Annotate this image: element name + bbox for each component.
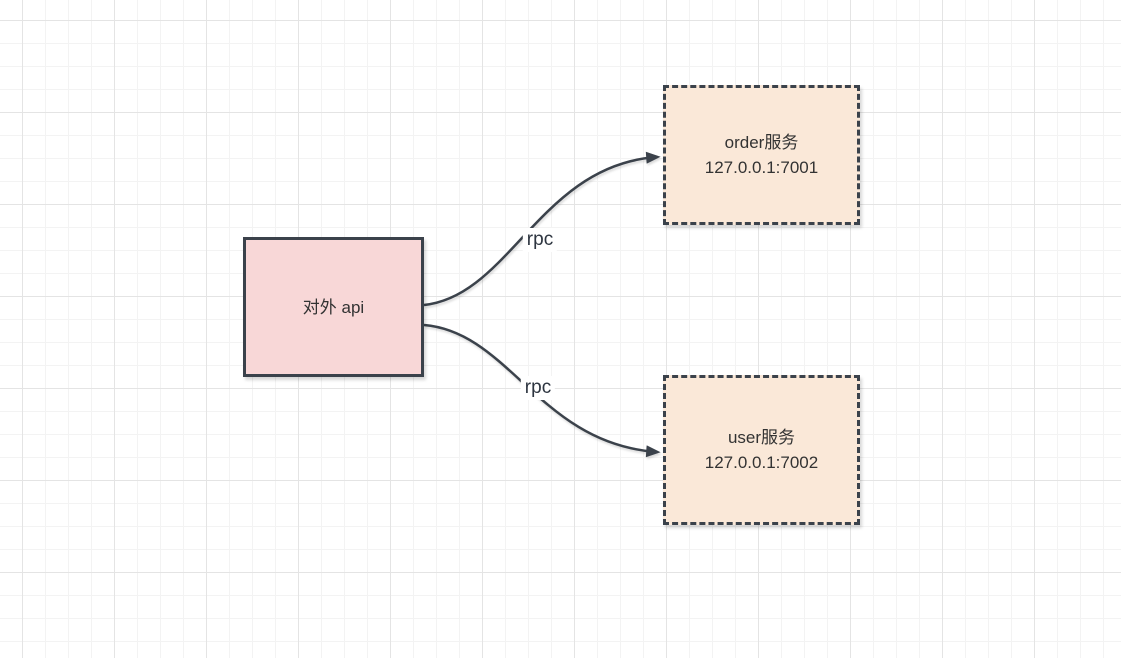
node-external-api-label: 对外 api (302, 297, 365, 317)
edge-label-rpc-order[interactable]: rpc (522, 228, 558, 252)
node-user-service-address: 127.0.0.1:7002 (704, 453, 819, 472)
node-order-service-address: 127.0.0.1:7001 (704, 158, 819, 177)
node-order-service[interactable]: order服务 127.0.0.1:7001 (663, 85, 860, 225)
node-user-service-title: user服务 (727, 428, 796, 447)
node-user-service[interactable]: user服务 127.0.0.1:7002 (663, 375, 860, 525)
node-external-api[interactable]: 对外 api (243, 237, 424, 377)
node-order-service-title: order服务 (724, 133, 799, 152)
edge-label-rpc-user[interactable]: rpc (520, 376, 556, 400)
